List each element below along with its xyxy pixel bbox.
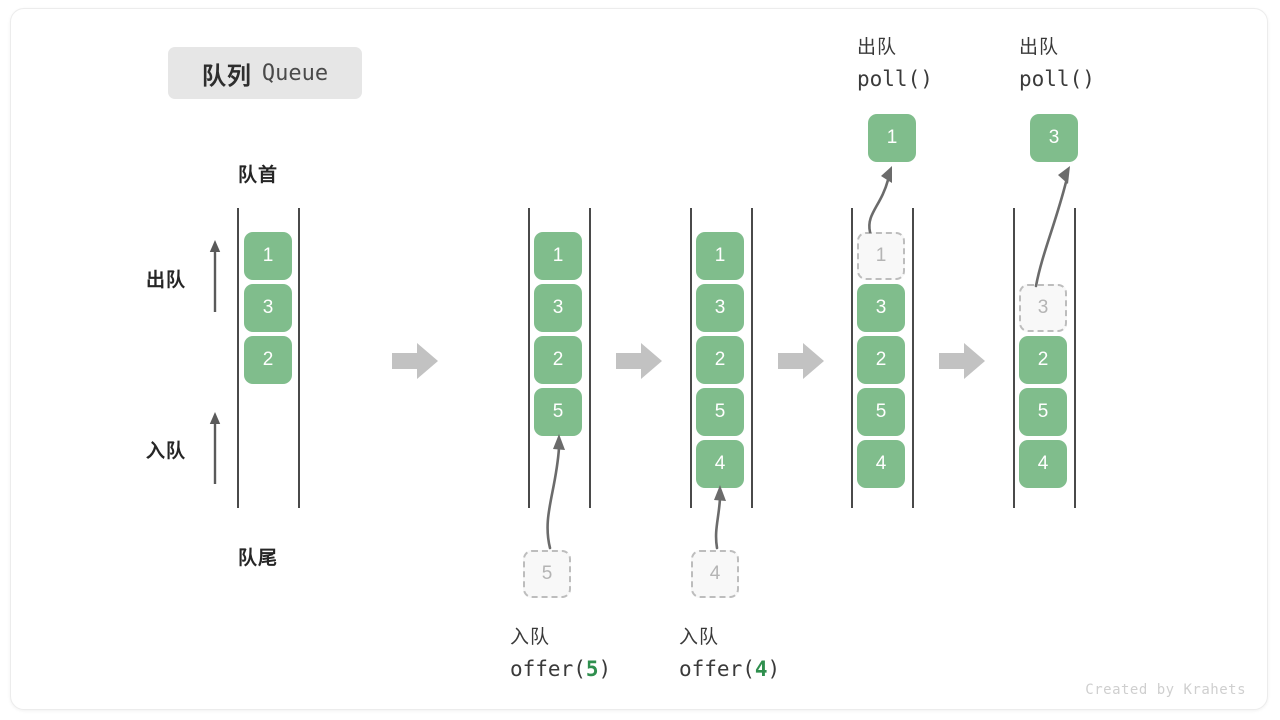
stage-2-code-argument: 5 xyxy=(585,657,599,681)
enqueue-direction-label: 入队 xyxy=(146,441,187,462)
stage-2-cell-2: 2 xyxy=(534,336,582,384)
stage-4-caption-chinese: 出队 xyxy=(857,37,898,58)
stage-2-cell-3: 5 xyxy=(534,388,582,436)
stage-1-cell-0: 1 xyxy=(244,232,292,280)
stage-5-caption-code: poll() xyxy=(1019,67,1095,91)
stage-1-cell-1: 3 xyxy=(244,284,292,332)
stage-3-cell-4: 4 xyxy=(696,440,744,488)
stage-5-caption-chinese: 出队 xyxy=(1019,37,1060,58)
stage-3-caption-chinese: 入队 xyxy=(679,627,720,648)
stage-5-rail-right xyxy=(1074,208,1076,508)
stage-4-cell-2: 2 xyxy=(857,336,905,384)
stage-4-cell-0: 1 xyxy=(857,232,905,280)
dequeue-direction-label: 出队 xyxy=(146,270,187,291)
stage-5-cell-0: 3 xyxy=(1019,284,1067,332)
diagram-title-chip: 队列 Queue xyxy=(168,47,362,99)
stage-4-popped-cell: 1 xyxy=(868,114,916,162)
stage-3-code-prefix: offer( xyxy=(679,657,755,681)
stage-5-popped-cell: 3 xyxy=(1030,114,1078,162)
stage-2-cell-0: 1 xyxy=(534,232,582,280)
flow-arrow-1-icon xyxy=(392,342,438,380)
stage-3-code-suffix: ) xyxy=(767,657,781,681)
stage-3-caption-code: offer(4) xyxy=(679,657,780,681)
stage-2-caption-chinese: 入队 xyxy=(510,627,551,648)
stage-2-code-prefix: offer( xyxy=(510,657,586,681)
stage-3-rail-right xyxy=(751,208,753,508)
stage-2-caption-code: offer(5) xyxy=(510,657,611,681)
stage-3-cell-2: 2 xyxy=(696,336,744,384)
stage-3-incoming-cell: 4 xyxy=(691,550,739,598)
stage-5-cell-2: 5 xyxy=(1019,388,1067,436)
stage-4-cell-4: 4 xyxy=(857,440,905,488)
stage-4-cell-3: 5 xyxy=(857,388,905,436)
watermark-credit: Created by Krahets xyxy=(1085,682,1246,698)
queue-tail-label: 队尾 xyxy=(238,548,279,569)
stage-2-rail-right xyxy=(589,208,591,508)
dequeue-direction-arrow-icon xyxy=(207,238,223,312)
stage-5-cell-1: 2 xyxy=(1019,336,1067,384)
stage-4-cell-1: 3 xyxy=(857,284,905,332)
stage-2-cell-1: 3 xyxy=(534,284,582,332)
stage-2-enqueue-curve-arrow-icon xyxy=(528,430,578,550)
stage-3-code-argument: 4 xyxy=(754,657,768,681)
stage-2-rail-left xyxy=(528,208,530,508)
stage-4-rail-left xyxy=(851,208,853,508)
stage-4-dequeue-curve-arrow-icon xyxy=(857,162,907,234)
title-english: Queue xyxy=(261,60,329,86)
stage-3-enqueue-curve-arrow-icon xyxy=(698,482,738,550)
stage-1-cell-2: 2 xyxy=(244,336,292,384)
queue-head-label: 队首 xyxy=(238,165,279,186)
stage-2-incoming-cell: 5 xyxy=(523,550,571,598)
flow-arrow-3-icon xyxy=(778,342,824,380)
stage-4-caption-code: poll() xyxy=(857,67,933,91)
stage-5-rail-left xyxy=(1013,208,1015,508)
stage-3-rail-left xyxy=(690,208,692,508)
flow-arrow-4-icon xyxy=(939,342,985,380)
title-chinese: 队列 xyxy=(201,62,252,90)
stage-1-rail-left xyxy=(237,208,239,508)
stage-2-code-suffix: ) xyxy=(598,657,612,681)
stage-5-cell-3: 4 xyxy=(1019,440,1067,488)
enqueue-direction-arrow-icon xyxy=(207,410,223,484)
stage-5-dequeue-curve-arrow-icon xyxy=(1022,162,1086,288)
stage-3-cell-3: 5 xyxy=(696,388,744,436)
stage-1-rail-right xyxy=(298,208,300,508)
stage-3-cell-1: 3 xyxy=(696,284,744,332)
stage-4-rail-right xyxy=(912,208,914,508)
flow-arrow-2-icon xyxy=(616,342,662,380)
stage-3-cell-0: 1 xyxy=(696,232,744,280)
